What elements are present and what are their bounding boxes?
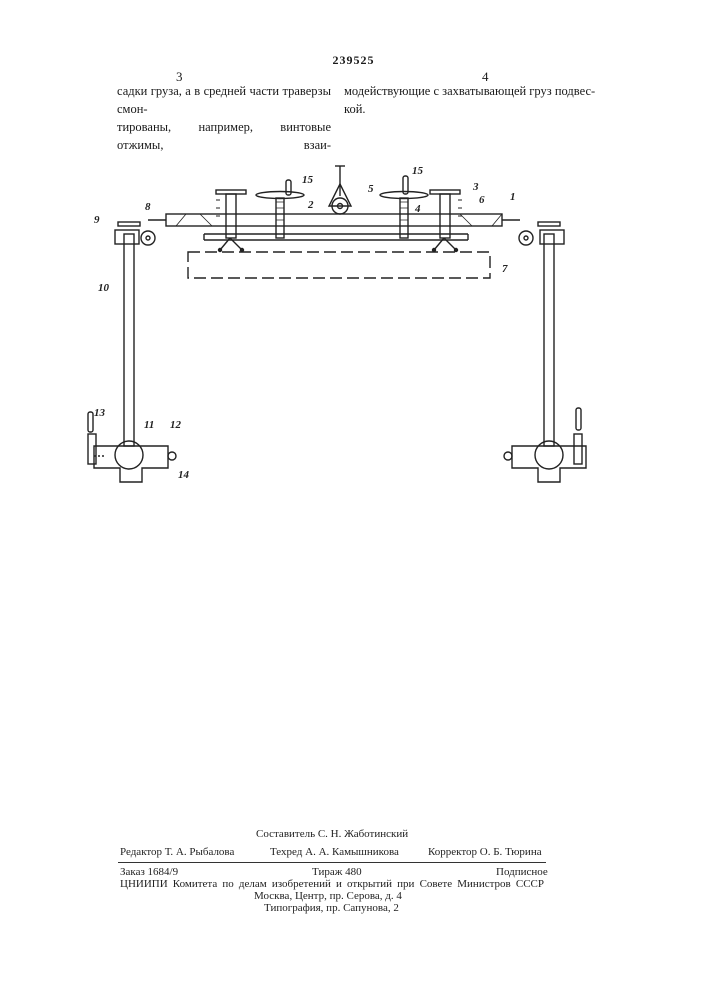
label-10: 10: [98, 282, 110, 294]
label-9: 9: [94, 214, 100, 226]
technical-editor: Техред А. А. Камышникова: [270, 846, 399, 858]
organization-line: ЦНИИПИ Комитета по делам изобретений и о…: [120, 878, 544, 890]
label-6: 6: [479, 194, 485, 206]
typography: Типография, пр. Сапунова, 2: [264, 902, 399, 914]
left-column-text: садки груза, а в средней части траверзы …: [117, 82, 331, 154]
hanger-plate: [204, 234, 468, 240]
label-7: 7: [502, 263, 508, 275]
organization-address: Москва, Центр, пр. Серова, д. 4: [254, 890, 402, 902]
label-15-right: 15: [412, 165, 424, 177]
traverse-beam: [148, 214, 520, 226]
organization: ЦНИИПИ Комитета по делам изобретений и о…: [120, 878, 544, 890]
label-8: 8: [145, 201, 151, 213]
left-vertical-post: [216, 190, 246, 252]
label-13: 13: [94, 407, 106, 419]
editor: Редактор Т. А. Рыбалова: [120, 846, 234, 858]
text-line: тированы, например, винтовые отжимы, вза…: [117, 118, 331, 154]
left-ball-support: [88, 412, 176, 482]
screw-press-left: [256, 180, 304, 238]
order-number: Заказ 1684/9: [120, 866, 178, 878]
text-line: модействующие с захватывающей груз подве…: [344, 82, 634, 100]
screw-press-right: [380, 176, 428, 238]
text-line: садки груза, а в средней части траверзы …: [117, 82, 331, 118]
corrector: Корректор О. Б. Тюрина: [428, 846, 542, 858]
label-4: 4: [414, 203, 421, 215]
technical-drawing: 1 2 3 4 5 6 7 8 9 10 11 12 13 14 15 15: [80, 150, 600, 510]
circulation: Тираж 480: [312, 866, 362, 878]
label-3: 3: [472, 181, 479, 193]
label-1: 1: [510, 191, 516, 203]
left-leg: [115, 222, 155, 446]
right-ball-support: [504, 408, 586, 482]
patent-number: 239525: [0, 53, 707, 68]
right-column-text: модействующие с захватывающей груз подве…: [344, 82, 634, 118]
cargo-outline: [188, 252, 490, 278]
label-11: 11: [144, 419, 154, 431]
right-vertical-post: [430, 190, 462, 252]
label-12: 12: [170, 419, 182, 431]
footer-rule: [118, 862, 546, 863]
compiler: Составитель С. Н. Жаботинский: [256, 828, 408, 840]
right-leg: [519, 222, 564, 446]
label-15-left: 15: [302, 174, 314, 186]
text-line: кой.: [344, 100, 634, 118]
label-14: 14: [178, 469, 190, 481]
lifting-hook: [329, 166, 351, 214]
label-2: 2: [307, 199, 314, 211]
label-5: 5: [368, 183, 374, 195]
subscription: Подписное: [496, 866, 548, 878]
